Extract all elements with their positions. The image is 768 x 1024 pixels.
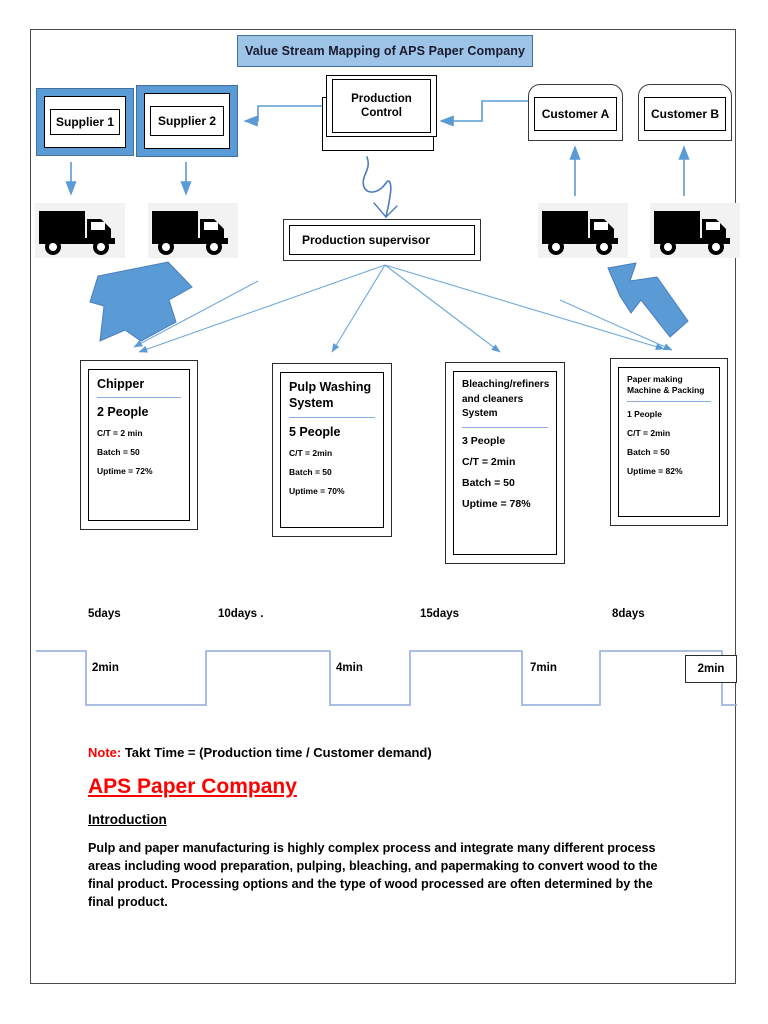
process-paper-batch: Batch = 50 [627, 447, 670, 458]
customer-a-label: Customer A [534, 97, 617, 131]
supplier-2-frame: Supplier 2 [144, 93, 230, 149]
introduction-paragraph: Pulp and paper manufacturing is highly c… [88, 841, 658, 909]
process-pulp-content: Pulp Washing System 5 People C/T = 2min … [280, 372, 384, 528]
production-control-box[interactable]: Production Control [322, 75, 437, 153]
company-heading: APS Paper Company [88, 775, 297, 798]
customer-a-box[interactable]: Customer A [528, 84, 623, 141]
timeline-processtime-3: 7min [530, 662, 557, 674]
process-chipper-content: Chipper 2 People C/T = 2 min Batch = 50 … [88, 369, 190, 521]
process-pulp-uptime: Uptime = 70% [289, 485, 345, 496]
introduction-heading: Introduction [88, 812, 167, 827]
timeline-processtime-1: 2min [92, 662, 119, 674]
process-bleach-content: Bleaching/refiners and cleaners System 3… [453, 371, 557, 555]
timeline-leadtime-3: 15days [420, 608, 460, 620]
production-control-line-2: Control [361, 107, 402, 119]
supplier-1-frame: Supplier 1 [44, 96, 126, 148]
process-bleach-people: 3 People [462, 434, 506, 447]
process-box-pulp-washing[interactable]: Pulp Washing System 5 People C/T = 2min … [272, 363, 392, 537]
process-pulp-cycle-time: C/T = 2min [289, 447, 333, 458]
note-label: Note: [88, 745, 122, 760]
truck-supplier-2-icon [148, 203, 238, 258]
process-paper-content: Paper making Machine & Packing 1 People … [618, 367, 720, 517]
process-paper-people: 1 People [627, 409, 662, 420]
process-chipper-title: Chipper [97, 376, 181, 399]
customer-b-box[interactable]: Customer B [638, 84, 732, 141]
process-paper-cycle-time: C/T = 2min [627, 428, 671, 439]
supplier-1-box[interactable]: Supplier 1 [36, 88, 134, 156]
process-bleach-title: Bleaching/refiners and cleaners System [462, 378, 549, 428]
page-title: Value Stream Mapping of APS Paper Compan… [237, 35, 533, 67]
process-chipper-cycle-time: C/T = 2 min [97, 428, 143, 439]
timeline-final-processtime: 2min [685, 655, 737, 683]
takt-time-note: Note: Takt Time = (Production time / Cus… [88, 745, 432, 760]
process-paper-uptime: Uptime = 82% [627, 466, 683, 477]
supplier-2-box[interactable]: Supplier 2 [136, 85, 238, 157]
production-control-label: Production Control [332, 79, 431, 133]
process-bleach-batch: Batch = 50 [462, 476, 515, 489]
process-box-paper-making[interactable]: Paper making Machine & Packing 1 People … [610, 358, 728, 526]
process-paper-title: Paper making Machine & Packing [627, 374, 711, 403]
process-box-bleaching[interactable]: Bleaching/refiners and cleaners System 3… [445, 362, 565, 564]
process-pulp-title: Pulp Washing System [289, 379, 375, 418]
process-bleach-uptime: Uptime = 78% [462, 497, 531, 510]
process-chipper-uptime: Uptime = 72% [97, 466, 153, 477]
process-pulp-people: 5 People [289, 424, 341, 439]
truck-supplier-1-icon [35, 203, 125, 258]
customer-b-label: Customer B [644, 97, 726, 131]
process-chipper-batch: Batch = 50 [97, 447, 140, 458]
truck-customer-b-icon [650, 203, 740, 258]
production-control-line-1: Production [351, 92, 412, 105]
production-supervisor-box[interactable]: Production supervisor [283, 219, 481, 261]
process-box-chipper[interactable]: Chipper 2 People C/T = 2 min Batch = 50 … [80, 360, 198, 530]
truck-customer-a-icon [538, 203, 628, 258]
timeline-processtime-2: 4min [336, 662, 363, 674]
process-chipper-people: 2 People [97, 405, 149, 420]
timeline-leadtime-4: 8days [612, 608, 645, 620]
timeline-leadtime-2: 10days . [218, 608, 264, 620]
supplier-2-label: Supplier 2 [150, 106, 224, 136]
supplier-1-label: Supplier 1 [50, 109, 120, 135]
production-supervisor-label: Production supervisor [289, 225, 475, 255]
process-bleach-cycle-time: C/T = 2min [462, 455, 516, 468]
note-body: Takt Time = (Production time / Customer … [121, 745, 432, 760]
process-pulp-batch: Batch = 50 [289, 466, 332, 477]
timeline-leadtime-1: 5days [88, 608, 121, 620]
